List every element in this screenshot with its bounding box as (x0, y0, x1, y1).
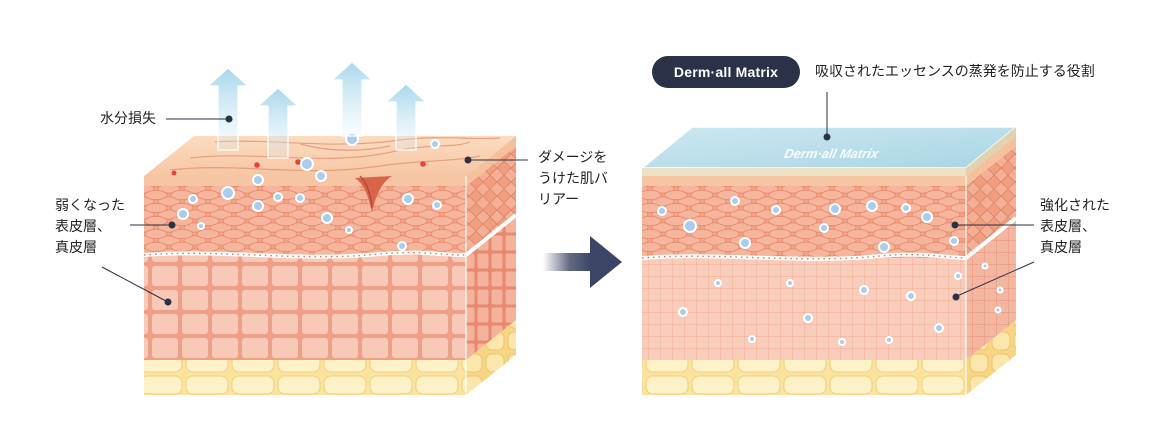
leader-lines (101, 92, 1035, 306)
dermis-side-face (466, 215, 516, 360)
transition-arrow (543, 236, 622, 288)
badge-description: 吸収されたエッセンスの蒸発を防止する役割 (815, 64, 1095, 80)
water-droplets (177, 132, 442, 251)
fat-side-face (466, 320, 516, 395)
derm-all-matrix-badge: Derm·all Matrix (652, 56, 800, 88)
dermis-front-face (144, 255, 466, 360)
weakened-layers-label: 弱くなった 表皮層、 真皮層 (55, 198, 125, 256)
fat-front-face (144, 360, 466, 395)
damaged-skin-block (143, 136, 518, 395)
strengthened-skin-block: Derm·all Matrix (639, 126, 1019, 395)
epidermis-side-face (466, 146, 516, 255)
film-label: Derm·all Matrix (783, 146, 881, 161)
strengthened-layers-label: 強化された 表皮層、 真皮層 (1040, 198, 1110, 256)
water-loss-label: 水分損失 (100, 111, 156, 127)
barrier-crack (355, 176, 392, 212)
damaged-barrier-label: ダメージを うけた肌バ リアー (538, 150, 608, 208)
water-loss-arrows (206, 61, 428, 159)
retained-droplets (657, 196, 1004, 346)
